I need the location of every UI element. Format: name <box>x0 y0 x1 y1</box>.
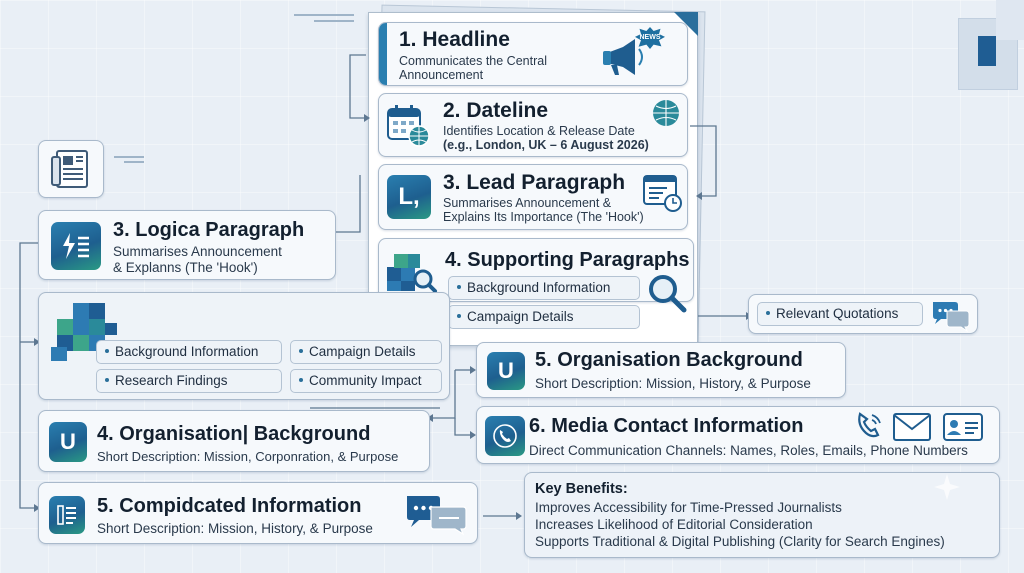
detail-item-research-findings: Research Findings <box>96 369 282 393</box>
detail-item-label: Background Information <box>115 344 259 359</box>
corner-decoration <box>958 0 1024 95</box>
supporting-item-label: Background Information <box>467 280 611 295</box>
complicated-information-icon <box>49 496 85 534</box>
headline-card: 1. Headline Communicates the Central Ann… <box>378 22 688 86</box>
headline-desc-line2: Announcement <box>399 68 484 82</box>
chat-bubbles-icon <box>933 302 970 333</box>
document-clock-icon <box>643 175 682 212</box>
newspaper-icon <box>51 150 88 188</box>
lead-paragraph-card: L, 3. Lead Paragraph Summarises Announce… <box>378 164 688 230</box>
dateline-title: 2. Dateline <box>443 99 549 122</box>
header-dashes <box>294 14 354 24</box>
organisation-background-right-title: 5. Organisation Background <box>535 349 803 371</box>
bullet-dot <box>299 349 303 354</box>
organisation-background-left-glyph: U <box>60 429 76 454</box>
complicated-information-title: 5. Compidcated Information <box>97 495 362 517</box>
detail-item-community-impact: Community Impact <box>290 369 442 393</box>
lead-paragraph-icon: L, <box>387 175 431 219</box>
logica-paragraph-icon <box>51 222 101 270</box>
key-benefit-item: Improves Accessibility for Time-Pressed … <box>535 500 842 515</box>
list-icon <box>57 505 76 525</box>
document-icon-card <box>38 140 104 198</box>
media-contact-desc: Direct Communication Channels: Names, Ro… <box>529 443 968 458</box>
speech-bubbles-icon <box>407 496 467 536</box>
organisation-background-right-card: U 5. Organisation Background Short Descr… <box>476 342 846 398</box>
key-benefit-item: Supports Traditional & Digital Publishin… <box>535 534 945 549</box>
organisation-background-right-desc: Short Description: Mission, History, & P… <box>535 376 811 391</box>
dateline-desc-line2: (e.g., London, UK – 6 August 2026) <box>443 138 649 152</box>
side-dashes <box>114 156 144 164</box>
lead-paragraph-glyph: L, <box>398 183 420 210</box>
lightning-list-icon <box>63 233 89 259</box>
globe-icon <box>653 100 679 126</box>
media-contact-card: 6. Media Contact Information Direct Comm… <box>476 406 1000 464</box>
calendar-icon <box>387 105 430 147</box>
supporting-item-campaign-details: Campaign Details <box>448 305 640 329</box>
logica-paragraph-card: 3. Logica Paragraph Summarises Announcem… <box>38 210 336 280</box>
bullet-dot <box>766 311 770 316</box>
dateline-desc-line1: Identifies Location & Release Date <box>443 124 635 138</box>
organisation-background-left-title: 4. Organisation| Background <box>97 423 371 445</box>
detail-item-label: Community Impact <box>309 373 422 388</box>
news-badge-label: NEWS <box>639 34 661 41</box>
supporting-paragraphs-title: 4. Supporting Paragraphs <box>445 249 690 271</box>
logica-paragraph-desc-line2: & Explanns (The 'Hook') <box>113 260 258 275</box>
magnifier-icon <box>649 275 687 313</box>
sparkle-icon <box>934 474 960 500</box>
detail-item-campaign-details: Campaign Details <box>290 340 442 364</box>
cubes-magnifier-icon <box>387 254 437 293</box>
media-contact-icon <box>485 416 525 456</box>
headline-accent-bar <box>379 23 387 85</box>
organisation-background-right-glyph: U <box>498 358 514 383</box>
megaphone-icon <box>603 39 643 75</box>
logica-paragraph-title: 3. Logica Paragraph <box>113 219 305 241</box>
id-card-icon <box>943 413 983 441</box>
lead-paragraph-desc-line2: Explains Its Importance (The 'Hook') <box>443 210 644 224</box>
relevant-quotations-pill: Relevant Quotations <box>757 302 923 326</box>
complicated-information-desc: Short Description: Mission, History, & P… <box>97 521 373 536</box>
detail-item-background-information: Background Information <box>96 340 282 364</box>
bullet-dot <box>105 349 109 354</box>
supporting-item-label: Campaign Details <box>467 309 574 324</box>
relevant-quotations-label: Relevant Quotations <box>776 306 899 321</box>
key-benefits-card: Key Benefits: Improves Accessibility for… <box>524 472 1000 558</box>
phone-icon <box>493 424 517 448</box>
headline-desc-line1: Communicates the Central <box>399 54 547 68</box>
key-benefits-title: Key Benefits: <box>535 481 628 497</box>
bullet-dot <box>457 285 461 290</box>
news-badge: NEWS <box>635 27 665 49</box>
complicated-information-card: 5. Compidcated Information Short Descrip… <box>38 482 478 544</box>
organisation-background-left-card: U 4. Organisation| Background Short Desc… <box>38 410 430 472</box>
organisation-background-left-icon: U <box>49 422 87 462</box>
bullet-dot <box>105 378 109 383</box>
lead-paragraph-desc-line1: Summarises Announcement & <box>443 196 612 210</box>
supporting-item-background-information: Background Information <box>448 276 640 300</box>
detail-item-label: Research Findings <box>115 373 228 388</box>
bullet-dot <box>457 314 461 319</box>
key-benefit-item: Increases Likelihood of Editorial Consid… <box>535 517 813 532</box>
headline-title: 1. Headline <box>399 28 510 51</box>
bullet-dot <box>299 378 303 383</box>
envelope-icon <box>893 413 931 441</box>
phone-ringing-icon <box>858 412 881 438</box>
media-contact-title: 6. Media Contact Information <box>529 415 804 437</box>
dateline-card: 2. Dateline Identifies Location & Releas… <box>378 93 688 157</box>
organisation-background-left-desc: Short Description: Mission, Corponration… <box>97 449 399 464</box>
relevant-quotations-card: Relevant Quotations <box>748 294 978 334</box>
lead-paragraph-title: 3. Lead Paragraph <box>443 171 626 194</box>
logica-paragraph-desc-line1: Summarises Announcement <box>113 244 282 259</box>
detail-item-label: Campaign Details <box>309 344 416 359</box>
organisation-background-right-icon: U <box>487 352 525 390</box>
